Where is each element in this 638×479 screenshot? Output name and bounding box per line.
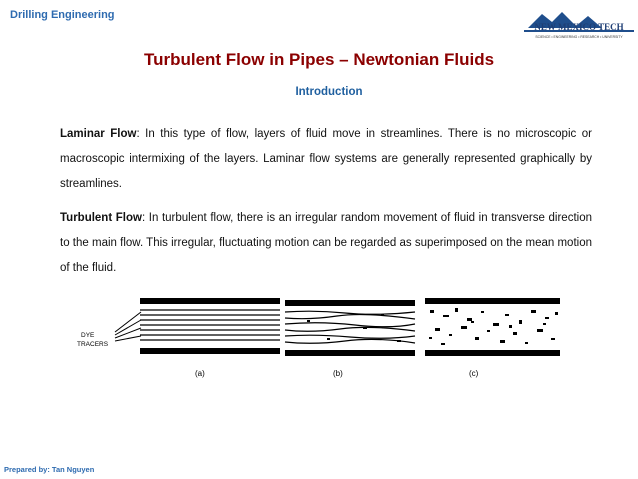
- new-mexico-tech-logo: NEW MEXICO TECH SCIENCE • ENGINEERING • …: [524, 12, 634, 39]
- turbulent-flow-paragraph: Turbulent Flow: In turbulent flow, there…: [60, 206, 592, 281]
- flow-regimes-figure: DYE TRACERS (a) (b): [77, 298, 560, 378]
- dye-tracer-arrows: [114, 311, 142, 342]
- dye-tracers-label-line1: DYE: [81, 332, 95, 339]
- panel-a-label: (a): [195, 369, 205, 378]
- laminar-flow-text: : In this type of flow, layers of fluid …: [60, 128, 593, 190]
- panel-c-turbulent: [425, 298, 560, 356]
- turbulent-flow-text: : In turbulent flow, there is an irregul…: [60, 212, 592, 274]
- panel-c-label: (c): [469, 369, 479, 378]
- laminar-flow-term: Laminar Flow: [60, 128, 137, 140]
- dye-tracers-label-line2: TRACERS: [77, 341, 109, 348]
- slide-title: Turbulent Flow in Pipes – Newtonian Flui…: [143, 50, 495, 69]
- panel-a-laminar: [140, 298, 280, 354]
- logo-text: NEW MEXICO TECH: [534, 22, 623, 32]
- laminar-flow-paragraph: Laminar Flow: In this type of flow, laye…: [60, 122, 592, 197]
- turbulent-flow-term: Turbulent Flow: [60, 212, 142, 224]
- panel-b-label: (b): [333, 369, 343, 378]
- logo-tagline: SCIENCE • ENGINEERING • RESEARCH • UNIVE…: [535, 35, 623, 39]
- course-label: Drilling Engineering: [10, 9, 115, 21]
- slide-subtitle: Introduction: [295, 86, 363, 98]
- panel-b-transitional: [284, 300, 416, 356]
- footer-author: Prepared by: Tan Nguyen: [4, 465, 95, 474]
